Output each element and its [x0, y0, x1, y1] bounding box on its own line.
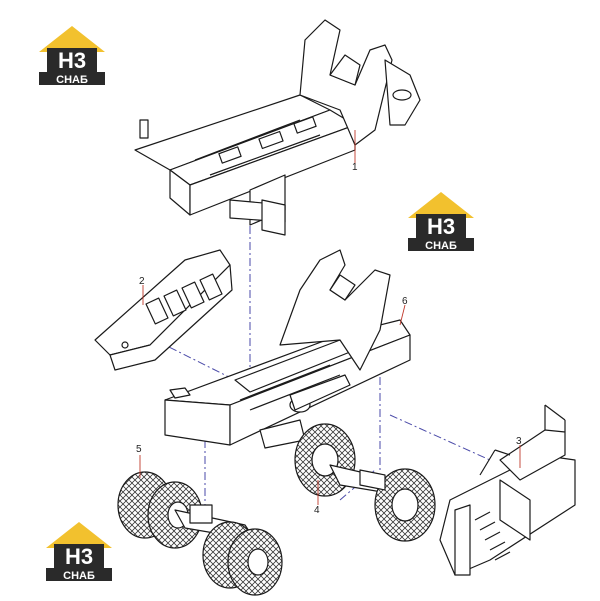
brand-logo: Н3 СНАБ — [402, 188, 480, 252]
part-2-side-box — [94, 249, 233, 371]
callout-5: 5 — [136, 444, 142, 455]
logo-text: СНАБ — [425, 240, 457, 252]
part-4-rear-axle — [294, 423, 436, 542]
brand-logo: Н3 СНАБ — [33, 22, 111, 86]
logo-text: СНАБ — [63, 570, 95, 582]
callout-3: 3 — [516, 436, 522, 447]
logo-mark: Н3 — [65, 544, 93, 569]
callout-2: 2 — [139, 276, 145, 287]
part-3-stair-platform — [439, 404, 576, 576]
part-6-lower-frame — [164, 249, 411, 449]
part-1-upper-frame — [134, 19, 421, 236]
logo-mark: Н3 — [427, 214, 455, 239]
callout-1: 1 — [352, 162, 358, 173]
logo-text: СНАБ — [56, 74, 88, 86]
callout-6: 6 — [402, 296, 408, 307]
callout-leaders — [139, 130, 521, 505]
part-5-front-axle — [117, 471, 283, 596]
callout-4: 4 — [314, 505, 320, 516]
logo-mark: Н3 — [58, 48, 86, 73]
brand-logo: Н3 СНАБ — [40, 518, 118, 582]
